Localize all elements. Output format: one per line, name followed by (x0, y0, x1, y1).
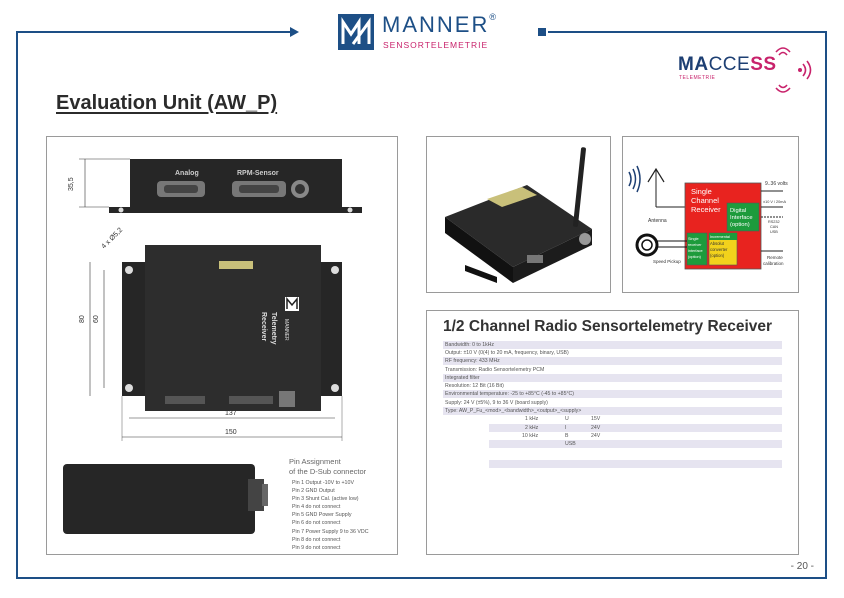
incremental-line4: (option) (710, 253, 725, 258)
lid-text-3: MANNER (283, 319, 289, 341)
pin-item: Pin 8 do not connect (292, 536, 341, 543)
pin-item: Pin 5 GND Power Supply (292, 512, 352, 519)
arrow-right-icon (290, 27, 299, 37)
variant-supply: 15V (591, 416, 601, 422)
variant-row: 10 kHz B 24V (489, 432, 782, 440)
spec-row: Supply: 24 V (±5%), 9 to 36 V (board sup… (445, 400, 548, 406)
speed-block-line1: Single (688, 237, 699, 241)
variant-supply: 24V (591, 433, 601, 439)
speed-pickup-label: Speed Pickup (653, 259, 681, 264)
frame-left (16, 31, 18, 579)
brand-name: MANNER® (382, 12, 498, 37)
dim-150-label: 150 (225, 429, 237, 436)
remote-label-1: Remote (767, 255, 783, 260)
pin-list: Pin 1 Output -10V to +10V Pin 2 GND Outp… (292, 479, 369, 552)
spec-row: Output: ±10 V (0(4) to 20 mA, frequency,… (445, 350, 569, 356)
output-label: ±10 V / 20mA (763, 200, 786, 204)
block-diagram-panel: Antenna Single Channel Receiver Digital … (622, 136, 799, 293)
main-block-line3: Receiver (691, 205, 721, 214)
variant-output: USB (565, 441, 576, 447)
dim-holes-label: 4 x Ø5,2 (100, 227, 124, 251)
pin-item: Pin 4 do not connect (292, 504, 341, 511)
variant-row-empty (489, 460, 782, 469)
spec-row: Type: AW_P_Fu_<mod>_<bandwidth>_<output>… (443, 407, 782, 416)
bus-label-1: RS232 (768, 220, 780, 224)
pin-item: Pin 2 GND Output (292, 488, 335, 495)
connector-rpm-label: RPM-Sensor (237, 170, 279, 177)
wireless-signal-icon (775, 47, 812, 93)
digital-block-line3: (option) (730, 222, 750, 228)
dim-137-label: 137 (225, 410, 237, 417)
main-block-line2: Channel (691, 196, 719, 205)
spec-row: Environmental temperature: -25 to +85°C … (443, 390, 782, 399)
speed-block-line4: (option) (688, 255, 702, 259)
maccess-logo: MACCESS (678, 54, 777, 75)
variant-row: 2 kHz I 24V (489, 424, 782, 433)
manner-logo-icon (338, 14, 374, 50)
variant-bandwidth: 1 kHz (525, 416, 539, 422)
variant-row: 1 kHz U 15V (489, 415, 782, 423)
incremental-line2: Absolut (710, 241, 725, 246)
frame-bottom (16, 577, 827, 579)
pin-item: Pin 6 do not connect (292, 520, 341, 527)
variant-bandwidth: 2 kHz (525, 425, 539, 431)
pin-item: Pin 1 Output -10V to +10V (292, 480, 354, 486)
volts-label: 9..36 volts (765, 181, 788, 187)
variant-row: USB (489, 440, 782, 449)
lid-text-2: Receiver (260, 312, 267, 341)
receiver-spec-panel (426, 310, 799, 555)
incremental-line1: Incremental (710, 235, 730, 239)
digital-block-line2: Interface (730, 215, 753, 221)
pin-item: Pin 7 Power Supply 9 to 36 VDC (292, 528, 369, 535)
dim-60-label: 60 (93, 315, 100, 323)
page-title: Evaluation Unit (AW_P) (56, 92, 278, 114)
connector-analog-label: Analog (175, 170, 199, 177)
spec-row: Integrated filter (443, 374, 782, 383)
dim-height-label: 35,5 (68, 177, 75, 191)
spec-row: Resolution: 12 Bit (16 Bit) (445, 383, 504, 389)
frame-top-left (16, 31, 292, 33)
technical-drawing: Analog RPM-Sensor 35,5 Telemetry Receive… (63, 158, 362, 534)
remote-label-2: calibration (763, 261, 784, 266)
speed-block-line2: receiver (688, 243, 702, 247)
antenna-label: Antenna (648, 218, 667, 224)
incremental-line3: converter (710, 247, 728, 252)
technical-drawing-panel: Analog RPM-Sensor 35,5 Telemetry Receive… (46, 136, 398, 555)
product-photo-panel (426, 136, 611, 293)
block-diagram: Antenna Single Channel Receiver Digital … (628, 165, 788, 270)
dim-80-label: 80 (79, 315, 86, 323)
spec-row: Transmission: Radio Sensortelemetry PCM (445, 367, 545, 373)
variant-output: I (565, 425, 567, 431)
variant-row-empty (489, 449, 782, 457)
variant-bandwidth: 10 kHz (522, 433, 539, 439)
receiver-photo (445, 147, 592, 283)
spec-row: RF frequency: 433 MHz (443, 357, 782, 366)
square-marker-icon (538, 28, 546, 36)
variant-output: U (565, 416, 569, 422)
variant-supply: 24V (591, 425, 601, 431)
brand-subtitle: SENSORTELEMETRIE (383, 40, 489, 50)
frame-right (825, 31, 827, 579)
variant-output: B (565, 433, 569, 439)
digital-block-line1: Digital (730, 208, 746, 214)
maccess-tagline: TELEMETRIE (679, 75, 716, 81)
frame-top-right (548, 31, 827, 33)
receiver-title: 1/2 Channel Radio Sensortelemetry Receiv… (443, 318, 773, 335)
main-block-line1: Single (691, 187, 712, 196)
page-number: - 20 - (790, 561, 814, 572)
bus-label-3: USB (770, 230, 778, 234)
lid-text-1: Telemetry (270, 312, 277, 345)
pin-item: Pin 3 Shunt Cal. (active low) (292, 496, 359, 503)
spec-row: Bandwidth: 0 to 1kHz (443, 341, 782, 350)
pin-item: Pin 9 do not connect (292, 544, 341, 551)
bus-label-2: CAN (770, 225, 778, 229)
speed-block-line3: interface (688, 249, 703, 253)
pin-assignment-title: Pin Assignment of the D-Sub connector (289, 457, 367, 476)
